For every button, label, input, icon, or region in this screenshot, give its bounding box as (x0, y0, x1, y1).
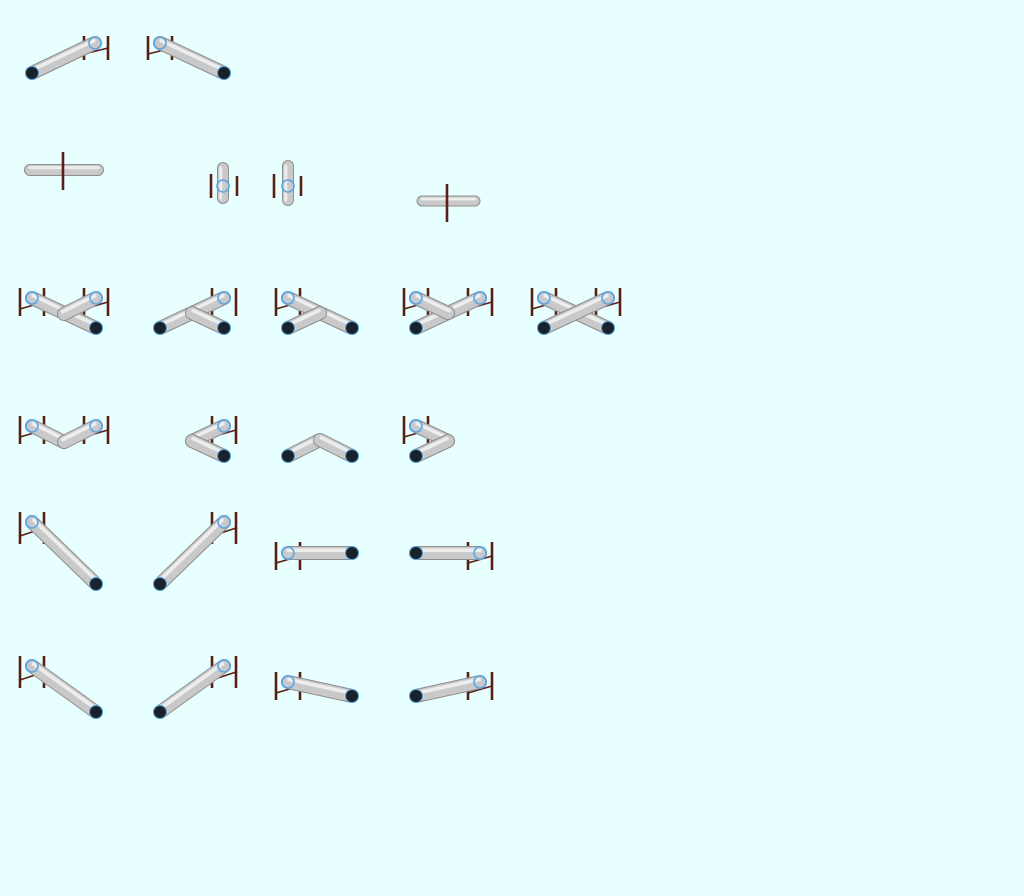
pipe-steep-diag-down-left (153, 512, 238, 591)
pipe-shallow-diag-up-right (409, 672, 494, 703)
pipe-vertical-short-b (272, 160, 303, 206)
pipe-steep-diag-down-right (18, 512, 103, 591)
pipe-horizontal-cross-post (24, 152, 104, 190)
pipe-tee-down-branch (274, 288, 359, 335)
pipe-diag-down-right-with-stand (146, 36, 231, 80)
pipe-vertical-short-a (209, 162, 239, 204)
pipe-elbow-left-point (185, 416, 238, 463)
pipe-horizontal-stand-left (274, 542, 359, 570)
pipe-elbow-v-stands (18, 416, 110, 449)
pipe-shallow-diag-down-right (274, 672, 359, 703)
pipe-tee-up-branch (402, 288, 494, 335)
pipe-diag-down-left-with-stand (25, 36, 110, 80)
pipe-cross-junction (530, 288, 622, 335)
pipe-mid-diag-down-right (18, 656, 103, 719)
pipe-mid-diag-down-left (153, 656, 238, 719)
pipe-tee-left-branch (18, 288, 110, 335)
pipe-elbow-up-point (281, 433, 359, 463)
pipe-horizontal-flat-cross-post (416, 184, 481, 222)
pipe-elbow-right-point (402, 416, 455, 463)
pipe-horizontal-stand-right (409, 542, 494, 570)
pipe-tee-right-branch (153, 288, 238, 335)
